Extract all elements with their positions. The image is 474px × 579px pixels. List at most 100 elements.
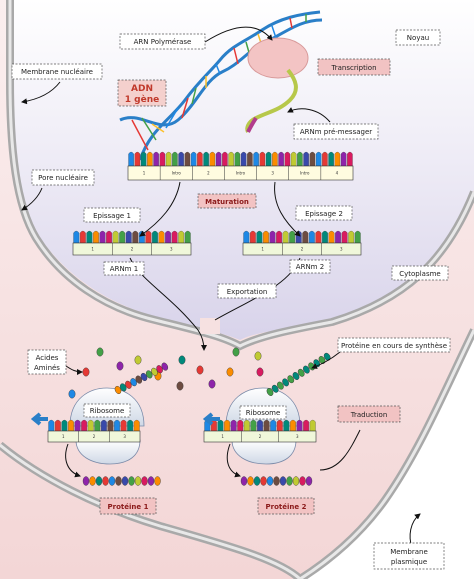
amino-acid <box>297 368 305 377</box>
arrow-acides <box>65 365 83 375</box>
nucleotide <box>119 230 126 244</box>
nucleotide <box>48 419 55 432</box>
nucleotide <box>297 151 303 167</box>
label-arnm-2: ARNm 2 <box>296 263 324 271</box>
label-box-traduction <box>337 405 401 423</box>
nucleotide <box>158 230 165 244</box>
nucleotide <box>276 419 283 432</box>
amino-acid <box>208 379 216 389</box>
nucleotide <box>272 151 278 167</box>
nucleotide <box>303 151 309 167</box>
nucleotide <box>165 230 171 244</box>
pre-mrna-strand <box>245 68 298 133</box>
nucleotide <box>190 151 197 167</box>
label-box-adn <box>117 79 167 107</box>
amino-acid <box>266 388 274 396</box>
nucleotide <box>354 230 361 244</box>
nucleotide <box>263 419 270 432</box>
label-box-maturation <box>197 193 257 209</box>
nucleotide <box>81 419 88 432</box>
nucleotide <box>165 151 172 167</box>
label-box-arnm1 <box>103 261 145 276</box>
nucleotide <box>184 230 191 244</box>
label-box-ribosome-right <box>239 405 287 420</box>
arrow-ribosome-right-down <box>226 443 241 478</box>
amino-acid <box>247 476 254 486</box>
dna-helix <box>119 10 323 161</box>
amino-acid <box>134 476 142 486</box>
label-exportation: Exportation <box>227 288 268 296</box>
nucleotide <box>94 419 101 432</box>
amino-acid <box>147 476 155 486</box>
amino-acid <box>141 476 148 486</box>
amino-acid <box>260 476 267 486</box>
label-box-membrane-nucleaire <box>11 63 103 80</box>
nucleotide <box>171 230 178 244</box>
nucleotide <box>100 419 107 432</box>
nucleotide <box>209 151 216 167</box>
nucleotide <box>159 151 166 167</box>
amino-acid <box>156 365 163 374</box>
nucleotide <box>112 230 119 244</box>
nucleotide <box>253 151 259 167</box>
nucleotide <box>73 230 80 244</box>
segment-label: 1 <box>62 434 65 439</box>
nucleotide <box>348 230 355 244</box>
nucleotide <box>309 151 316 167</box>
amino-acid <box>287 375 295 384</box>
segment-label: Intro <box>300 171 310 176</box>
label-1-gene: 1 gène <box>125 94 159 105</box>
amino-acid <box>161 362 169 371</box>
nucleotide <box>282 230 289 244</box>
nucleotide <box>134 151 141 167</box>
amino-acid <box>140 372 148 382</box>
nucleotide <box>240 151 247 167</box>
amino-acid <box>277 381 284 390</box>
nucleotide <box>120 419 127 432</box>
label-membrane-nucleaire: Membrane nucléaire <box>21 68 93 76</box>
amino-acid <box>178 355 186 365</box>
nucleotide <box>315 151 322 167</box>
amino-acid <box>256 367 264 377</box>
amino-acid <box>82 476 90 486</box>
nucleotide <box>203 151 209 167</box>
amino-acid <box>303 365 310 374</box>
nucleotide <box>284 151 291 167</box>
amino-acid <box>108 476 116 486</box>
amino-acid <box>323 352 331 361</box>
arrow-to-epissage1 <box>139 181 181 237</box>
amino-acid <box>266 476 274 486</box>
nucleotide <box>308 230 315 244</box>
nucleotide <box>87 419 94 432</box>
protein-2-chain <box>240 476 313 486</box>
label-box-noyau <box>395 29 441 46</box>
nucleotide <box>133 419 140 432</box>
label-epissage-1: Epissage 1 <box>93 212 131 220</box>
arrow-polymerase <box>204 26 273 43</box>
arrow-pre-messager <box>287 107 331 123</box>
nucleotide <box>234 151 241 167</box>
amino-acid <box>196 365 204 375</box>
segment-label: 3 <box>123 434 126 439</box>
amino-acid <box>95 476 103 486</box>
nucleotide <box>270 419 277 432</box>
nucleotide <box>265 151 272 167</box>
segment-label: 2 <box>259 434 262 439</box>
nucleotide <box>125 230 132 244</box>
nucleotide <box>335 230 341 244</box>
nucleotide <box>145 230 152 244</box>
nucleotide <box>249 230 256 244</box>
amino-acid <box>286 476 293 486</box>
nucleotide <box>257 419 263 432</box>
amino-acid-beads <box>68 347 264 399</box>
label-box-polymerase <box>119 33 206 50</box>
nucleotide <box>328 230 335 244</box>
nucleotide <box>250 419 257 432</box>
amino-acid <box>151 367 158 376</box>
label-box-arnm2 <box>289 259 331 274</box>
nucleotide <box>140 151 147 167</box>
nucleotide <box>224 419 231 432</box>
label-membrane: Membrane <box>390 548 428 556</box>
